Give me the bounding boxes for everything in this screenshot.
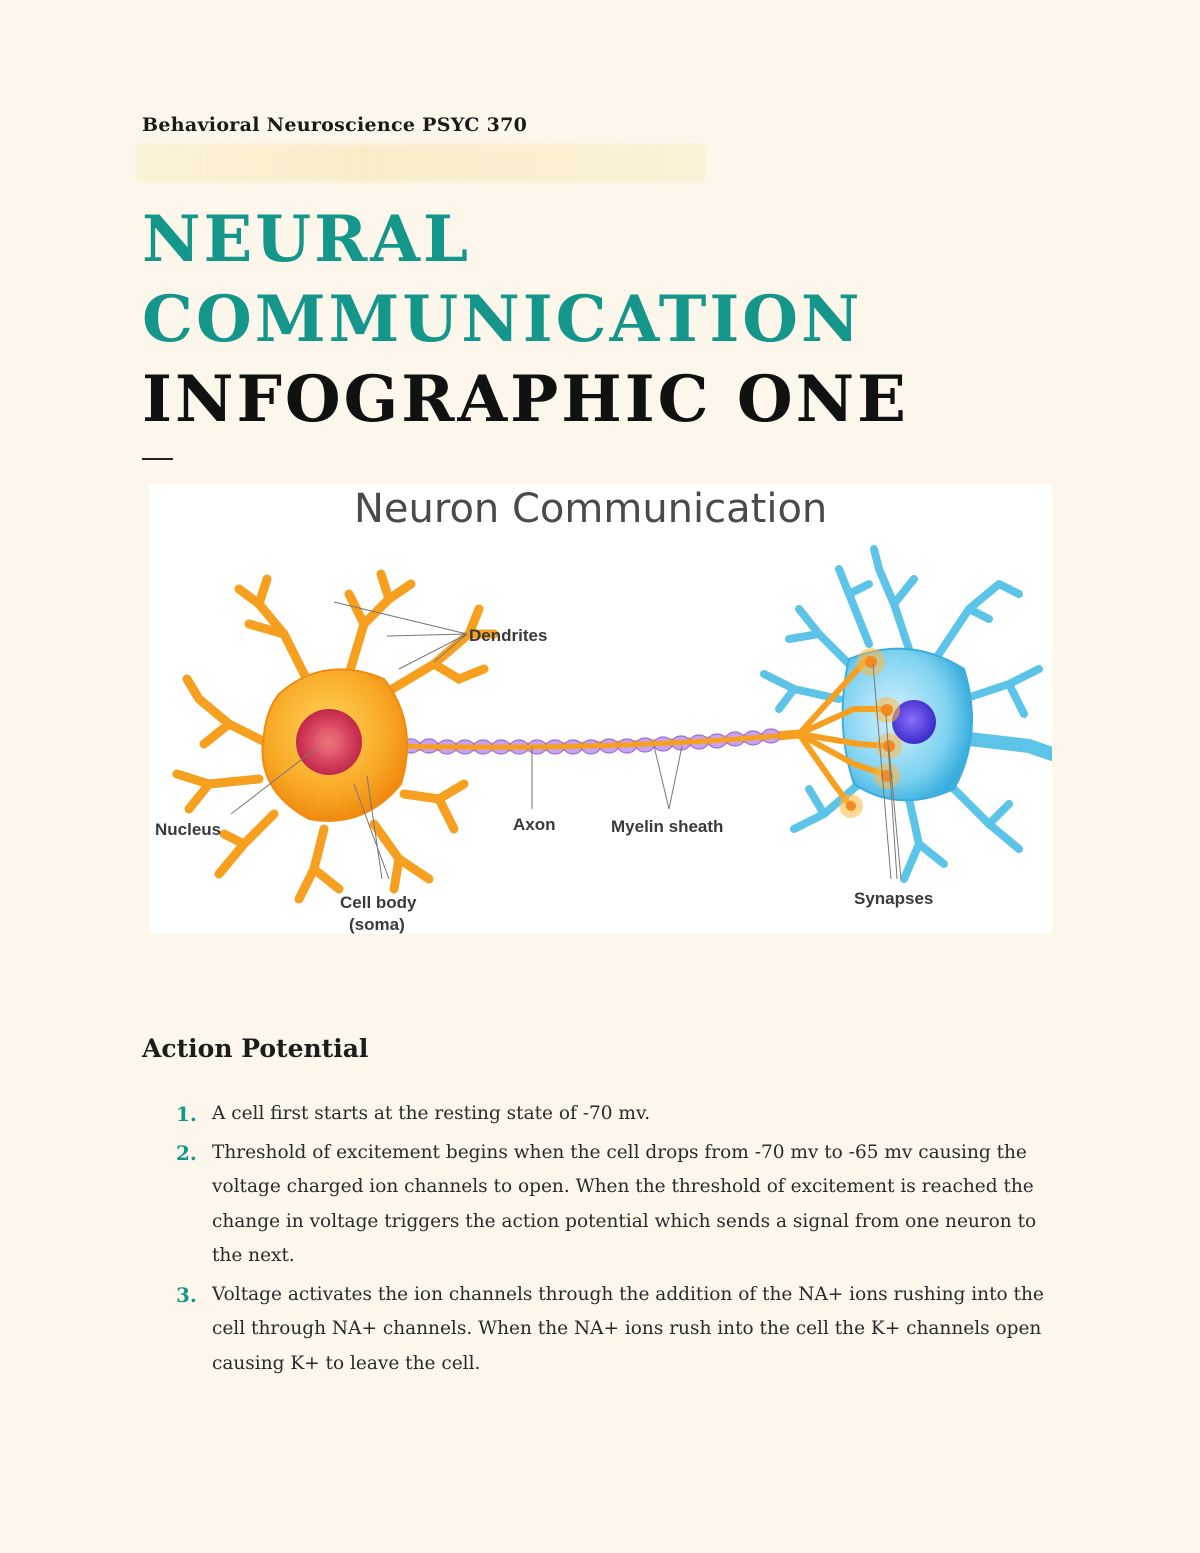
page-title: NEURAL COMMUNICATION INFOGRAPHIC ONE: [142, 200, 909, 440]
orange-dendrites: [172, 569, 499, 904]
label-dendrites: Dendrites: [469, 626, 547, 645]
axon-core: [393, 731, 800, 750]
list-item-text: Voltage activates the ion channels throu…: [212, 1283, 1044, 1374]
label-cell-body: Cell body: [340, 893, 417, 912]
course-header: Behavioral Neuroscience PSYC 370: [142, 114, 528, 136]
list-item: 1. A cell first starts at the resting st…: [142, 1097, 1072, 1132]
title-line-1: NEURAL: [142, 202, 471, 277]
list-item-text: Threshold of excitement begins when the …: [212, 1141, 1037, 1267]
label-axon: Axon: [513, 815, 556, 834]
section-heading: Action Potential: [142, 1034, 369, 1063]
label-leader-lines: [230, 601, 902, 880]
title-divider: [142, 458, 173, 460]
blue-nucleus: [892, 700, 936, 744]
neuron-diagram-svg: Neuron Communication: [155, 486, 1052, 934]
list-number: 1.: [176, 1102, 197, 1126]
list-number: 2.: [176, 1140, 197, 1165]
label-myelin-sheath: Myelin sheath: [611, 817, 723, 836]
label-synapses: Synapses: [854, 889, 933, 908]
title-line-2: COMMUNICATION: [142, 282, 863, 357]
title-line-3: INFOGRAPHIC ONE: [142, 362, 909, 437]
list-number: 3.: [176, 1282, 197, 1307]
list-item-text: A cell first starts at the resting state…: [212, 1103, 651, 1124]
list-item: 3. Voltage activates the ion channels th…: [142, 1278, 1072, 1382]
redacted-highlight: [136, 144, 706, 182]
list-item: 2. Threshold of excitement begins when t…: [142, 1136, 1072, 1274]
blue-dendrites: [760, 545, 1052, 883]
label-soma: (soma): [349, 915, 405, 934]
orange-nucleolus: [315, 728, 343, 756]
action-potential-list: 1. A cell first starts at the resting st…: [142, 1097, 1072, 1385]
figure-title: Neuron Communication: [354, 486, 827, 532]
synapse-terminals: [846, 656, 895, 811]
neuron-diagram: Neuron Communication: [149, 484, 1052, 934]
label-nucleus: Nucleus: [155, 820, 221, 839]
